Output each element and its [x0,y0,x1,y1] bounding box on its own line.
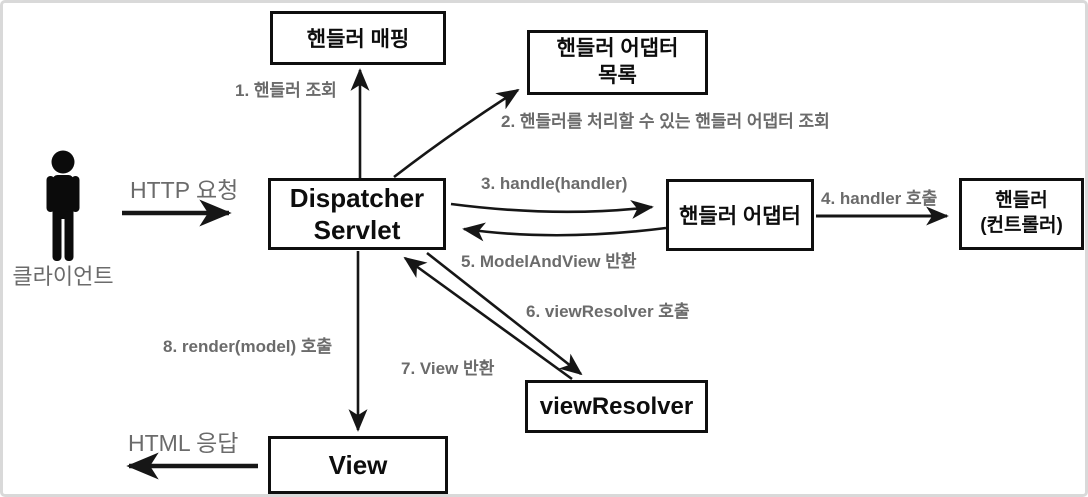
view-label: View [328,449,388,480]
label-step5-modelandview-return: 5. ModelAndView 반환 [461,252,637,271]
dispatcher-servlet-line1: Dispatcher [289,182,425,213]
handler-adapter-list-line2: 목록 [598,63,637,87]
box-handler-controller: 핸들러 (컨트롤러) [959,178,1084,250]
view-resolver-label: viewResolver [539,392,694,420]
label-step8-render-call: 8. render(model) 호출 [163,337,333,356]
box-handler-adapter-list: 핸들러 어댑터 목록 [527,30,708,95]
arrow-step2-adapter-lookup [393,88,520,179]
label-step2-adapter-lookup: 2. 핸들러를 처리할 수 있는 핸들러 어댑터 조회 [501,112,830,131]
arrow-step5-modelandview-return [462,222,667,242]
label-step3-handle: 3. handle(handler) [481,174,628,193]
label-step6-viewresolver-call: 6. viewResolver 호출 [526,302,690,321]
dispatcher-servlet-line2: Servlet [313,215,401,245]
handler-adapter-list-line1: 핸들러 어댑터 [556,37,679,61]
box-view-resolver: viewResolver [525,380,708,433]
arrow-step6-viewresolver-call [426,251,583,376]
box-dispatcher-servlet: Dispatcher Servlet [268,178,446,250]
box-handler-adapter: 핸들러 어댑터 [666,179,814,251]
handler-controller-line2: (컨트롤러) [980,215,1063,236]
box-view: View [268,436,448,494]
arrow-step3-handle [450,200,654,219]
label-step4-handler-call: 4. handler 호출 [821,189,938,208]
handler-mapping-label: 핸들러 매핑 [306,28,410,51]
box-handler-mapping: 핸들러 매핑 [270,11,446,65]
label-html-response: HTML 응답 [128,430,239,456]
handler-controller-line1: 핸들러 [995,190,1048,212]
label-http-request: HTTP 요청 [130,177,239,203]
label-step1-handler-lookup: 1. 핸들러 조회 [235,81,337,100]
label-client: 클라이언트 [12,264,114,289]
arrow-step7-view-return [403,256,573,381]
label-step7-view-return: 7. View 반환 [401,359,495,378]
person-icon [46,150,80,261]
arrow-layer [122,68,949,480]
handler-adapter-label: 핸들러 어댑터 [679,205,801,228]
